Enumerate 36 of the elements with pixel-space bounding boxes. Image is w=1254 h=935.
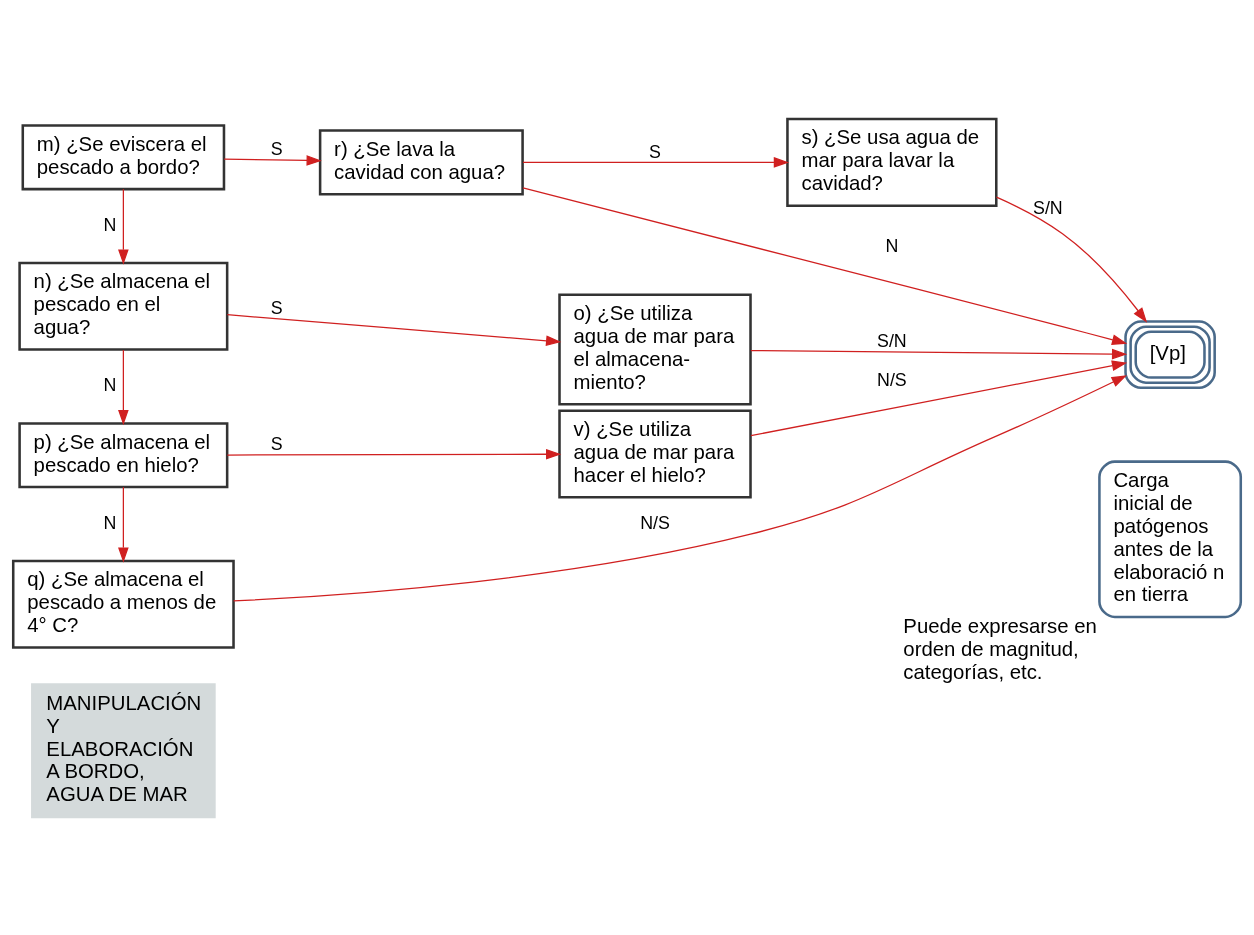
arrow [750, 359, 1128, 436]
edge-label: S [649, 141, 661, 162]
edge-label: N [103, 512, 117, 533]
edge-label: N/S [640, 512, 670, 533]
arrow [522, 186, 1128, 345]
edge-label: S/N [877, 330, 907, 351]
arrow [995, 196, 1148, 323]
arrow [522, 156, 790, 168]
arrow [226, 313, 562, 346]
arrow [118, 188, 129, 265]
edge-label: S/N [1033, 197, 1063, 218]
node-box: s) ¿Se usa agua de mar para lavar la cavidad? [786, 117, 998, 207]
node-box: Carga inicial de patógenos antes de la elaboració n en tierra [1098, 459, 1243, 618]
node-box: [Vp] [1124, 319, 1216, 389]
node-box: m) ¿Se eviscera el pescado a bordo? [21, 123, 226, 190]
node-box: o) ¿Se utiliza agua de mar para el almacena- miento? [558, 293, 752, 406]
edge-label: N [103, 374, 117, 395]
edge-label: S [270, 138, 283, 159]
edge-label: N [885, 235, 899, 256]
arrow [223, 154, 322, 166]
node-label: Puede expresarse en orden de magnitud, categorías, etc. [903, 614, 1097, 683]
arrow [118, 486, 129, 563]
arrow [226, 448, 562, 460]
node-box: r) ¿Se lava la cavidad con agua? [318, 128, 524, 195]
edge-label: S [270, 433, 283, 454]
node-box: p) ¿Se almacena el pescado en hielo? [18, 421, 229, 488]
node-box: q) ¿Se almacena el pescado a menos de 4° C? [11, 559, 235, 649]
edge-label: S [270, 297, 283, 318]
arrow [233, 374, 1127, 602]
node-box: n) ¿Se almacena el pescado en el agua? [18, 261, 229, 351]
node-box: v) ¿Se utiliza agua de mar para hacer el hielo? [558, 408, 752, 499]
edge-label: N [103, 214, 117, 235]
arrow [118, 348, 129, 425]
arrow [750, 348, 1128, 359]
edge-label: N/S [877, 368, 907, 389]
node-box: MANIPULACIÓN Y ELABORACIÓN A BORDO, AGUA DE MAR [31, 682, 216, 818]
